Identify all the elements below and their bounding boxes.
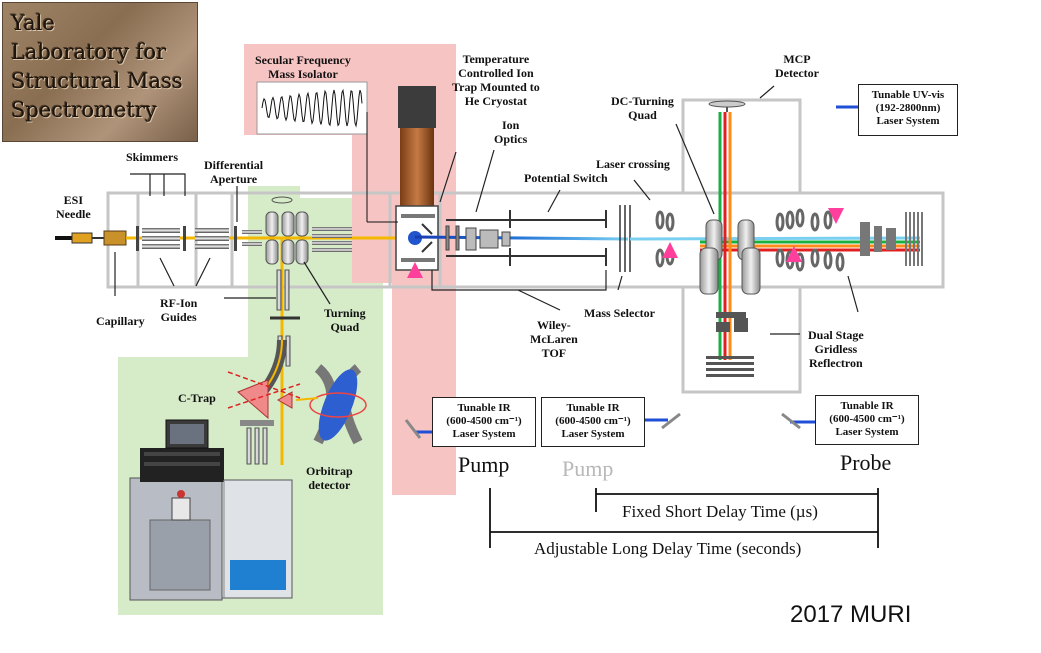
potential-switch-tube bbox=[446, 210, 607, 266]
plaque-line: Yale bbox=[11, 11, 55, 35]
secular-frequency-waveform bbox=[256, 81, 398, 223]
ir-probe-laser-path bbox=[781, 246, 815, 430]
timing-short-delay: Fixed Short Delay Time (µs) bbox=[622, 502, 818, 521]
turning-quad-icon bbox=[265, 211, 309, 265]
label-c-trap: C-Trap bbox=[178, 391, 216, 405]
label-capillary: Capillary bbox=[96, 314, 145, 328]
label-skimmers: Skimmers bbox=[126, 150, 178, 164]
label-mass-selector: Mass Selector bbox=[584, 306, 655, 320]
plaque-line: Laboratory for bbox=[11, 40, 167, 64]
label-laser-crossing: Laser crossing bbox=[596, 157, 670, 171]
ir-pump-laser-box: Tunable IR(600-4500 cm⁻¹)Laser System bbox=[432, 397, 536, 447]
stage-pump-secondary: Pump bbox=[562, 456, 614, 481]
plaque-line: Structural Mass bbox=[11, 69, 183, 93]
ir-pump2-laser-path bbox=[645, 242, 681, 430]
footer-label: 2017 MURI bbox=[790, 601, 912, 628]
leader-lines bbox=[114, 85, 859, 335]
capillary-icon bbox=[103, 230, 127, 246]
orbitrap-detector-icon bbox=[295, 364, 367, 445]
mcp-detector-icon bbox=[708, 100, 746, 112]
rf-ion-guide-icons bbox=[142, 227, 352, 252]
label-potential-switch: Potential Switch bbox=[524, 171, 608, 185]
stage-probe: Probe bbox=[840, 450, 892, 475]
lens-icon bbox=[271, 196, 293, 204]
ir-probe-laser-box: Tunable IR(600-4500 cm⁻¹)Laser System bbox=[815, 395, 919, 445]
reflectron-stack-icon bbox=[860, 212, 923, 266]
esi-needle-icon bbox=[55, 232, 104, 244]
timing-bars bbox=[489, 488, 879, 548]
tof-ion-beam bbox=[414, 235, 629, 241]
ion-optics-icons bbox=[445, 225, 511, 251]
timing-long-delay: Adjustable Long Delay Time (seconds) bbox=[534, 539, 802, 558]
uv-vis-laser-box: Tunable UV-vis(192-2800nm)Laser System bbox=[858, 84, 958, 136]
orbitrap-instrument-photo bbox=[129, 419, 293, 601]
ir-pump-laser-path bbox=[404, 262, 432, 439]
ir-pump2-laser-box: Tunable IR(600-4500 cm⁻¹)Laser System bbox=[541, 397, 645, 447]
dc-turning-quad-icon bbox=[699, 219, 761, 295]
lower-detector-stack bbox=[706, 312, 754, 377]
uv-vis-laser-path bbox=[828, 105, 858, 224]
lab-name-plaque: Yale Laboratory for Structural Mass Spec… bbox=[2, 2, 198, 142]
stage-pump: Pump bbox=[458, 452, 510, 477]
plaque-line: Spectrometry bbox=[11, 98, 157, 122]
c-trap-icon bbox=[227, 371, 301, 426]
skimmer-icons bbox=[136, 226, 237, 251]
